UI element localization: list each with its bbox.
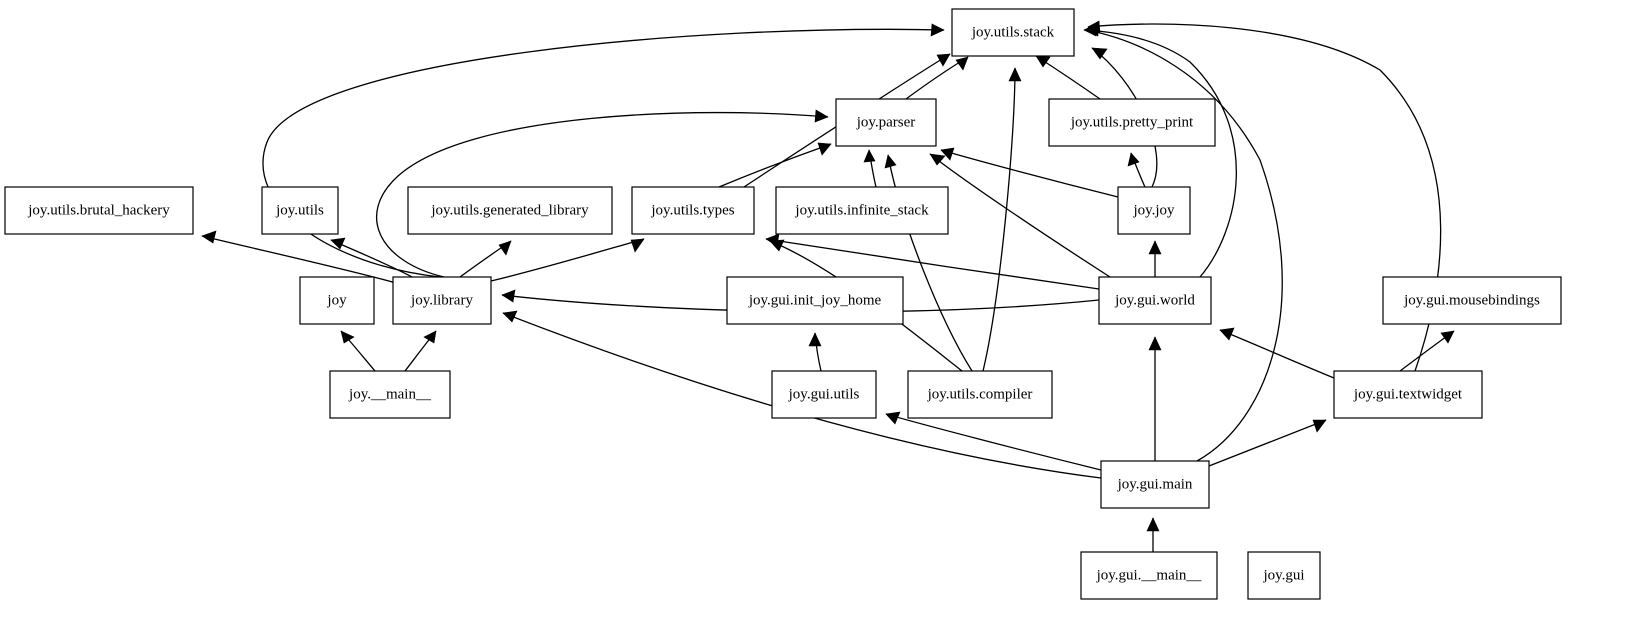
node-rect[interactable] xyxy=(775,186,949,235)
graph-node[interactable]: joy.gui.textwidget xyxy=(1333,370,1483,419)
node-rect[interactable] xyxy=(329,370,451,419)
edge-joy-utils-compiler-to-joy-utils-stack xyxy=(982,67,1022,372)
node-rect[interactable] xyxy=(407,186,613,235)
node-rect[interactable] xyxy=(1080,551,1218,600)
node-rect[interactable] xyxy=(1098,276,1212,325)
graph-node[interactable]: joy.joy xyxy=(1117,186,1191,235)
edge-joy-utils-compiler-to-joy-parser xyxy=(884,154,973,372)
edge-joy-gui-main-to-joy-utils-stack xyxy=(1085,23,1283,462)
node-rect[interactable] xyxy=(261,186,339,235)
edge-joy-library-to-joy-utils-generated-library xyxy=(459,240,512,278)
node-rect[interactable] xyxy=(1247,551,1321,600)
graph-node[interactable]: joy.utils.pretty_print xyxy=(1048,98,1216,147)
node-rect[interactable] xyxy=(392,276,492,325)
edge-joy-gui-main-module-to-joy-gui-main xyxy=(1146,517,1160,552)
node-rect[interactable] xyxy=(1100,460,1210,509)
node-rect[interactable] xyxy=(907,370,1053,419)
node-rect[interactable] xyxy=(835,98,937,147)
graph-node[interactable]: joy.utils.generated_library xyxy=(407,186,613,235)
edge-joy-gui-main-to-joy-gui-textwidget xyxy=(1208,419,1327,467)
graph-node[interactable]: joy.gui.__main__ xyxy=(1080,551,1218,600)
edge-joy-parser-to-joy-utils-stack xyxy=(905,56,969,100)
node-rect[interactable] xyxy=(1333,370,1483,419)
graph-node[interactable]: joy.__main__ xyxy=(329,370,451,419)
graph-node[interactable]: joy.parser xyxy=(835,98,937,147)
edge-joy-library-to-joy-utils-types xyxy=(490,238,645,282)
graph-node[interactable]: joy.gui.utils xyxy=(771,370,877,419)
node-rect[interactable] xyxy=(631,186,755,235)
graph-node[interactable]: joy.gui.init_joy_home xyxy=(726,276,904,325)
graph-node[interactable]: joy.library xyxy=(392,276,492,325)
edge-joy-library-to-joy-utils xyxy=(330,237,413,278)
node-rect[interactable] xyxy=(1117,186,1191,235)
edge-layer xyxy=(201,20,1455,552)
node-rect[interactable] xyxy=(1048,98,1216,147)
edge-joy-gui-world-to-joy-utils-stack xyxy=(1083,23,1237,278)
edge-joy-library-to-joy-utils-stack xyxy=(262,23,945,278)
node-rect[interactable] xyxy=(726,276,904,325)
graph-node[interactable]: joy.utils.brutal_hackery xyxy=(4,186,194,235)
edge-joy-gui-world-to-joy-parser xyxy=(929,153,1111,278)
edge-joy-gui-textwidget-to-joy-gui-world xyxy=(1219,327,1335,379)
edge-joy-utils-infinite-stack-to-joy-parser xyxy=(863,149,877,188)
graph-node[interactable]: joy.gui xyxy=(1247,551,1321,600)
edge-joy-library-to-joy-parser xyxy=(375,109,829,278)
graph-node[interactable]: joy.gui.main xyxy=(1100,460,1210,509)
edge-joy-utils-pretty-print-to-joy-utils-stack xyxy=(1035,55,1101,100)
node-rect[interactable] xyxy=(4,186,194,235)
node-rect[interactable] xyxy=(951,8,1075,57)
edge-joy-gui-utils-to-joy-gui-init-joy-home xyxy=(808,332,822,372)
edge-joy-gui-world-to-joy-joy xyxy=(1148,240,1162,277)
graph-node[interactable]: joy.utils.stack xyxy=(951,8,1075,57)
edge-joy-utils-types-to-joy-parser xyxy=(718,142,832,188)
graph-node[interactable]: joy.gui.mousebindings xyxy=(1382,276,1562,325)
graph-node[interactable]: joy.utils.infinite_stack xyxy=(775,186,949,235)
edge-joy-library-to-joy-utils-brutal-hackery xyxy=(201,230,397,284)
edge-joy-joy-to-joy-utils-pretty-print xyxy=(1127,152,1146,188)
node-rect[interactable] xyxy=(1382,276,1562,325)
edge-joy-main-to-joy-library xyxy=(404,330,437,372)
node-rect[interactable] xyxy=(771,370,877,419)
edge-joy-gui-main-to-joy-gui-world xyxy=(1148,336,1162,461)
node-rect[interactable] xyxy=(299,276,375,325)
node-layer: joy.utils.brutal_hackery joy.utils joy.u… xyxy=(4,8,1562,600)
edge-joy-gui-main-to-joy-gui-utils xyxy=(885,411,1102,471)
edge-joy-joy-to-joy-parser xyxy=(940,147,1119,198)
graph-node[interactable]: joy.utils.compiler xyxy=(907,370,1053,419)
graph-node[interactable]: joy xyxy=(299,276,375,325)
graph-node[interactable]: joy.utils xyxy=(261,186,339,235)
edge-joy-main-to-joy xyxy=(340,330,376,372)
edge-joy-gui-textwidget-to-joy-gui-mousebindings xyxy=(1399,330,1455,372)
graph-node[interactable]: joy.utils.types xyxy=(631,186,755,235)
graph-node[interactable]: joy.gui.world xyxy=(1098,276,1212,325)
